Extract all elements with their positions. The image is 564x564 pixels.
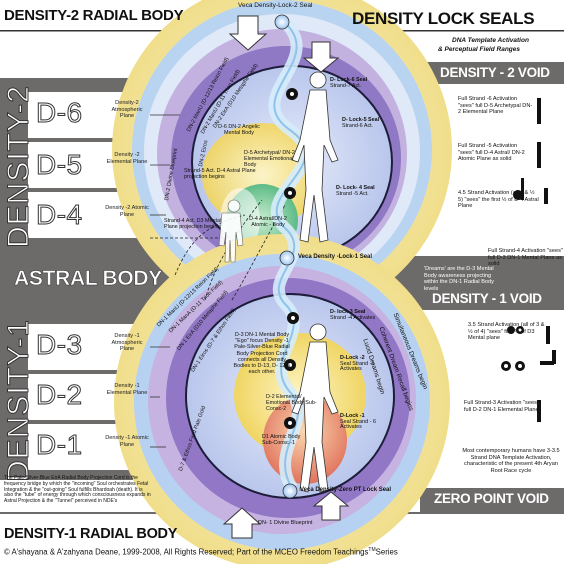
lock2-title: D-Lock -2	[340, 355, 365, 361]
right-title: DENSITY LOCK SEALS	[352, 9, 535, 28]
footer-series: Series	[375, 547, 398, 557]
left-title: DENSITY-2 RADIAL BODY	[4, 7, 184, 24]
subtitle-line2: & Perceptual Field Ranges	[438, 46, 520, 53]
density-2-void: DENSITY - 2 VOID	[440, 65, 550, 80]
projection-lines	[150, 199, 286, 301]
activation-d3: Full Strand-3 Activation "sees" full D-2…	[464, 400, 539, 413]
cord-description: The Pale-Silver-Blue EirA Radial Body Pr…	[4, 475, 151, 504]
seal-top	[274, 14, 290, 30]
seal-lock1-label: Veca Density -Lock-1 Seal	[298, 254, 373, 260]
human-figure-d2	[291, 71, 339, 243]
plane-d3: Density -1 Atmospheric Plane	[111, 333, 143, 353]
lock6-sub: Strand-7 Act.	[330, 82, 362, 89]
footer-copyright: © A'shayana & A'zahyana Deane, 1999-2008…	[4, 547, 398, 557]
seal-arrows	[222, 15, 350, 539]
density-2-vertical: DENSITY-2	[2, 85, 36, 249]
arrow-top-right	[302, 41, 340, 73]
subtitle-line1: DNA Template Activation	[452, 37, 529, 44]
arrow-bottom-left	[222, 507, 262, 539]
human-figure-astral	[218, 199, 244, 263]
lock1-title: D-Lock -1	[340, 413, 365, 419]
band-right-void1	[420, 288, 564, 310]
lock6-title: D- Lock-6 Seal	[330, 77, 368, 83]
plane-d1: Density -1 Atomic Plane	[105, 435, 149, 448]
strand4-note: Strand-4 Act. D3 Mental Plane projection…	[164, 218, 222, 231]
top-seal-label: Veca Density-Lock-2 Seal	[238, 2, 313, 9]
dn2-emotional-body: D-5 Archetypal/ DN-2 Elemental Emotional…	[244, 150, 295, 169]
activation-glyphs	[501, 98, 556, 422]
lock4-sub: Strand -5 Act.	[336, 190, 369, 197]
label-d5: D-5	[36, 149, 83, 180]
seal-zero-label: Veca Density-Zero PT Lock Seal	[300, 487, 392, 493]
activation-d45: 4.5 Strand Activation (all 4 & ½ 5) "see…	[458, 190, 539, 210]
strand5-note: Strand-5 Act. D-4 Astral Plane projectio…	[184, 168, 256, 181]
plane-d5: Density -2 Elemental Plane	[106, 152, 148, 165]
lock3-title: D- lock-3 Seal	[330, 309, 366, 315]
activation-d6: Full Strand -6 Activation "sees" full D-…	[458, 96, 533, 116]
dn1-mental-body: D-3 DN-1 Mental Body "Ego" focus Density…	[233, 332, 291, 376]
label-d1: D-1	[36, 429, 83, 460]
lock2-sub: Seal Strand -5 Activates	[340, 360, 375, 373]
activation-d5: Full Strand -5 Activation "sees" full D-…	[458, 143, 525, 163]
zero-point-void: ZERO POINT VOID	[434, 491, 549, 506]
dn1-emotional-body: D-2 Elemental/ Emotional Body Sub-Consc-…	[266, 394, 317, 413]
label-d3: D-3	[36, 329, 83, 360]
activation-d4: Full Strand-4 Activation "sees" full D-3…	[488, 248, 563, 268]
density-1-vertical: DENSITY-1	[2, 319, 36, 483]
most-humans-note: Most contemporary humans have 3-3.5 Stra…	[462, 448, 560, 475]
dreams-note: 'Dreams' are the D-3 Mental Body awarene…	[424, 266, 494, 293]
human-figure-d1	[291, 323, 339, 493]
astral-body-title: ASTRAL BODY	[14, 267, 163, 290]
lock4-title: D- Lock- 4 Seal	[336, 185, 375, 191]
label-d2: D-2	[36, 379, 83, 410]
band-right-zero	[420, 488, 564, 512]
seal-density-lock1	[279, 250, 295, 266]
bottom-title: DENSITY-1 RADIAL BODY	[4, 526, 178, 542]
seal-zero	[282, 483, 298, 499]
radial-cord	[268, 15, 312, 492]
dn2-mental-body: D-6 DN-2 Angelic Mental Body	[218, 124, 260, 137]
plane-d6: Density-2 Atmospheric Plane	[111, 100, 143, 120]
astral-atomic-body: D-4 Astral/DN-2 Atomic - Body	[249, 216, 287, 229]
arrow-bottom-right	[312, 491, 350, 521]
density-2-sphere	[112, 0, 452, 320]
seal-orbs	[274, 14, 316, 499]
label-d6: D-6	[36, 97, 83, 128]
activation-d35: 3.5 Strand Activation (all of 3 & ½ of 4…	[468, 322, 545, 342]
density-1-void: DENSITY - 1 VOID	[432, 291, 542, 306]
band-right-void2	[420, 62, 564, 84]
density-1-sphere	[114, 234, 450, 564]
leader-lines	[150, 114, 180, 448]
lock5-sub: Strand-6 Act.	[342, 122, 374, 129]
lock1-sub: Seal Strand - 6 Activates	[340, 418, 376, 431]
lock5-title: D- Lock-5 Seal	[342, 117, 380, 123]
dn1-atomic-body: D1 Atomic Body Sub-Consc.-1	[262, 434, 301, 447]
dn1-blueprint-label: DN- 1 Divine Blueprint	[258, 520, 313, 526]
lock3-sub: Strand -4 Activates	[330, 314, 376, 321]
plane-d2: Density -1 Elemental Plane	[106, 383, 148, 396]
arrow-top-left	[228, 15, 268, 51]
footer-tm: TM	[368, 547, 376, 553]
label-d4: D-4	[36, 199, 83, 230]
footer-copyright-text: © A'shayana & A'zahyana Deane, 1999-2008…	[4, 547, 369, 557]
plane-d4: Density -2 Atomic Plane	[105, 205, 149, 218]
